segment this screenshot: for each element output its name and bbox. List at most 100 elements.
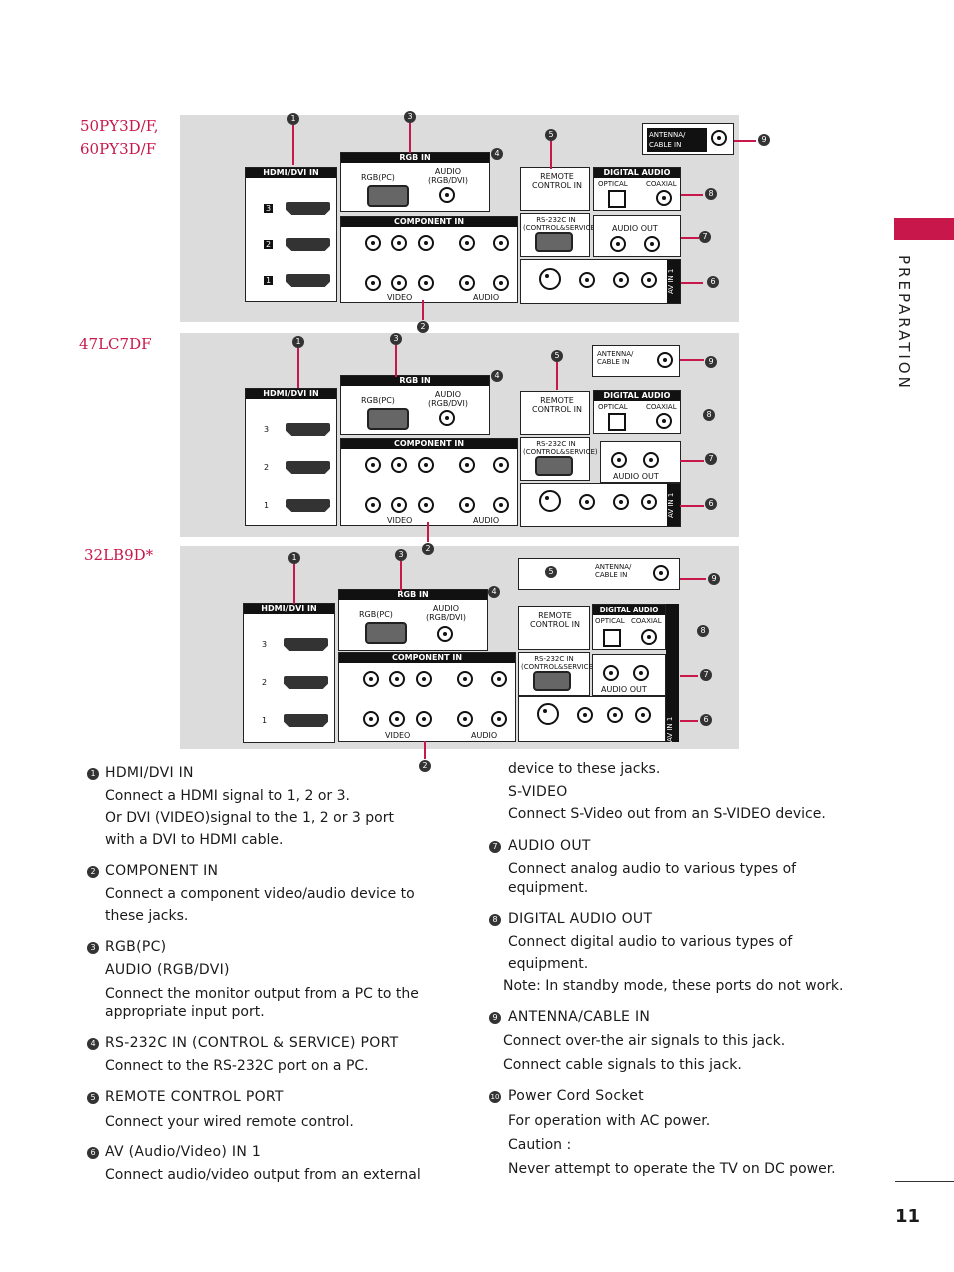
section-9-title: ANTENNA/CABLE IN: [508, 1009, 651, 1025]
av-video-jack: [579, 494, 595, 510]
callout-line: [292, 125, 294, 165]
audio-rgb-label: AUDIO (RGB/DVI): [427, 167, 469, 185]
callout-line: [400, 561, 402, 591]
optical-label: OPTICAL: [598, 403, 628, 411]
digital-audio-block: DIGITAL AUDIO OUT OPTICAL COAXIAL: [593, 390, 681, 434]
comp-pb-jack-1: [389, 711, 405, 727]
svideo-text: Connect S-Video out from an S-VIDEO devi…: [508, 806, 826, 822]
av-in-block: [518, 696, 666, 742]
comp-y-jack-2: [365, 235, 381, 251]
audio-out-block: AUDIO OUT: [593, 215, 681, 257]
digital-header: DIGITAL AUDIO OUT: [594, 391, 680, 410]
svideo-jack: [537, 703, 559, 725]
callout-9: 9: [705, 356, 717, 368]
digital-audio-block: DIGITAL AUDIO OUT OPTICAL COAXIAL: [593, 167, 681, 211]
callout-3: 3: [390, 333, 402, 345]
optical-port: [608, 413, 626, 431]
section-8-note: Note: In standby mode, these ports do no…: [503, 978, 844, 994]
section-8-line-1: Connect digital audio to various types o…: [508, 934, 793, 950]
rgb-block: RGB IN RGB(PC) AUDIO (RGB/DVI): [338, 589, 488, 651]
audio-out-jack-l: [603, 665, 619, 681]
antenna-block: ANTENNA/ CABLE IN: [518, 558, 680, 590]
callout-line: [422, 300, 424, 320]
callout-9: 9: [708, 573, 720, 585]
callout-3: 3: [404, 111, 416, 123]
comp-pb-jack-2: [391, 235, 407, 251]
comp-r-jack-1: [491, 711, 507, 727]
callout-8: 8: [705, 188, 717, 200]
comp-pb-jack-1: [391, 275, 407, 291]
section-5-title: REMOTE CONTROL PORT: [105, 1089, 284, 1105]
comp-pr-jack-1: [418, 497, 434, 513]
callout-line: [293, 564, 295, 604]
av-in-block: AV IN 1: [520, 483, 681, 527]
callout-1: 1: [292, 336, 304, 348]
section-8-number: 8: [489, 914, 501, 926]
hdmi-num-2: 2: [262, 678, 268, 687]
rear-panel-diagram-1: HDMI/DVI IN 3 2 1 RGB IN RGB(PC) AUDIO (…: [180, 115, 739, 322]
comp-l-jack-2: [459, 235, 475, 251]
callout-line: [734, 140, 756, 142]
comp-pb-jack-2: [389, 671, 405, 687]
callout-line: [427, 522, 429, 542]
audio-out-label: AUDIO OUT: [601, 685, 647, 694]
audio-rgb-jack: [439, 187, 455, 203]
hdmi-num-2: 2: [264, 240, 274, 249]
callout-line: [395, 345, 397, 377]
remote-block: REMOTE CONTROL IN: [520, 167, 590, 211]
section-4-title: RS-232C IN (CONTROL & SERVICE) PORT: [105, 1035, 399, 1051]
section-2-line-1: Connect a component video/audio device t…: [105, 886, 415, 902]
callout-line: [424, 741, 426, 759]
section-10-number: 10: [489, 1091, 501, 1103]
coaxial-label: COAXIAL: [646, 403, 677, 411]
hdmi-num-1: 1: [262, 716, 268, 725]
comp-l-jack-2: [457, 671, 473, 687]
av-audio-r-jack: [635, 707, 651, 723]
section-tab: [894, 218, 954, 240]
rgb-header: RGB IN: [339, 590, 487, 600]
audio-out-jack-r: [643, 452, 659, 468]
hdmi-num-1: 1: [264, 501, 270, 510]
hdmi-num-2: 2: [264, 463, 270, 472]
audio-rgb-jack: [437, 626, 453, 642]
callout-4: 4: [488, 586, 500, 598]
callout-1: 1: [288, 552, 300, 564]
comp-l-jack-1: [457, 711, 473, 727]
section-3-title: RGB(PC): [105, 939, 167, 955]
comp-pr-jack-1: [416, 711, 432, 727]
antenna-jack: [711, 130, 727, 146]
rgb-pc-label: RGB(PC): [361, 396, 395, 405]
rear-panel-diagram-2: HDMI/DVI IN 3 2 1 RGB IN RGB(PC) AUDIO (…: [180, 333, 739, 537]
rgb-vga-port: [367, 408, 409, 430]
comp-r-jack-2: [493, 235, 509, 251]
hdmi-port-2: [284, 676, 328, 689]
optical-label: OPTICAL: [598, 180, 628, 188]
hdmi-port-1: [284, 714, 328, 727]
section-1-line-1: Connect a HDMI signal to 1, 2 or 3.: [105, 788, 350, 804]
rgb-header: RGB IN: [341, 376, 489, 386]
svideo-jack: [539, 268, 561, 290]
rgb-vga-port: [367, 185, 409, 207]
audio-out-block: AUDIO OUT: [600, 441, 681, 483]
hdmi-port-1: [286, 274, 330, 287]
audio-out-jack-r: [633, 665, 649, 681]
callout-line: [680, 505, 704, 507]
comp-r-jack-2: [493, 457, 509, 473]
section-6-line-1: Connect audio/video output from an exter…: [105, 1167, 421, 1183]
callout-4: 4: [491, 370, 503, 382]
comp-y-jack-2: [365, 457, 381, 473]
remote-block: REMOTE CONTROL IN: [518, 606, 590, 650]
component-header: COMPONENT IN: [341, 439, 517, 449]
component-block: COMPONENT IN VIDEO AUDIO: [338, 652, 516, 742]
coaxial-jack: [656, 190, 672, 206]
section-7-line-2: equipment.: [508, 880, 589, 896]
model-label-1: 50PY3D/F,: [80, 117, 159, 135]
callout-5: 5: [545, 566, 557, 578]
digital-header: DIGITAL AUDIO OUT: [594, 168, 680, 187]
antenna-label: ANTENNA/ CABLE IN: [597, 350, 634, 366]
rs232-port: [535, 232, 573, 252]
rs232-block: RS-232C IN (CONTROL&SERVICE): [520, 213, 598, 257]
callout-line: [681, 282, 703, 284]
comp-pr-jack-2: [418, 235, 434, 251]
section-7-title: AUDIO OUT: [508, 838, 591, 854]
